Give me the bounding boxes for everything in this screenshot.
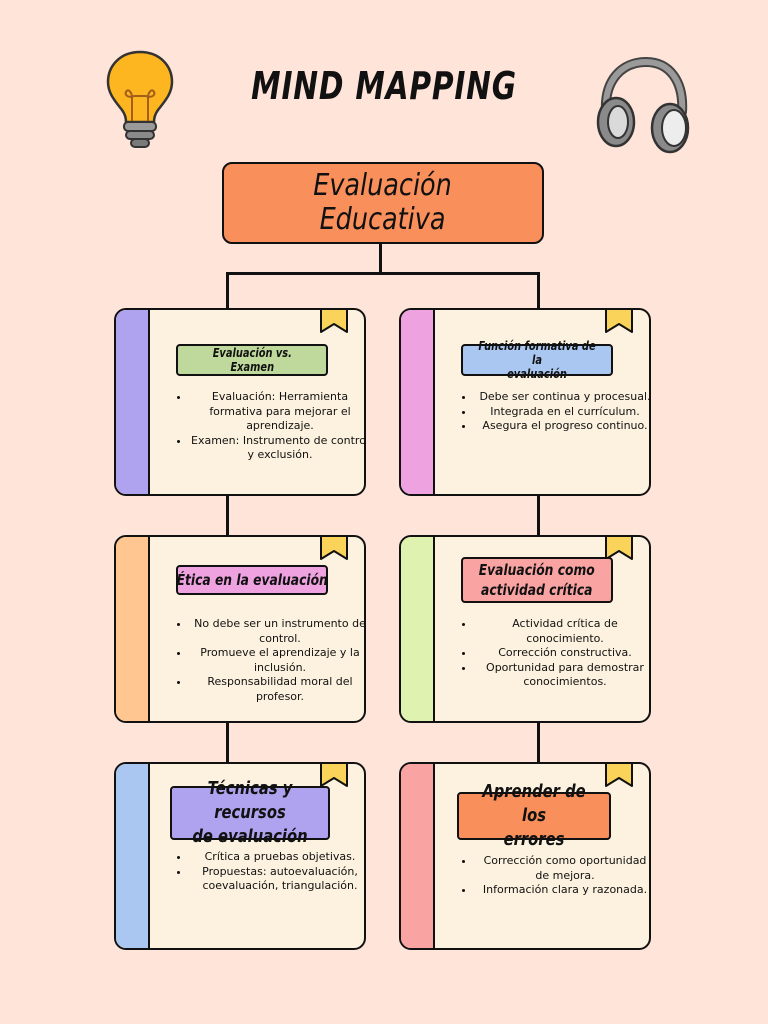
bookmark-icon	[605, 537, 633, 560]
bullet-item: Corrección como oportunidad de mejora.	[475, 854, 649, 883]
root-node: Evaluación Educativa	[222, 162, 544, 244]
bullet-item: Evaluación: Herramienta formativa para m…	[190, 390, 364, 434]
bullet-item: Asegura el progreso continuo.	[475, 419, 649, 434]
card-bullet-list: Actividad crítica de conocimiento. Corre…	[459, 617, 649, 690]
card-title-badge: Técnicas y recursos de evaluación	[170, 778, 330, 847]
card-title: Evaluación como actividad crítica	[478, 561, 596, 599]
bookmark-icon	[605, 310, 633, 333]
card-title: Técnicas y recursos de evaluación	[192, 778, 308, 847]
topic-card-actividad-critica: Evaluación como actividad crítica Activi…	[399, 535, 651, 723]
bookmark-icon	[320, 537, 348, 560]
card-title: Función formativa de la evaluación	[478, 339, 596, 381]
topic-card-funcion-formativa: Función formativa de la evaluación Debe …	[399, 308, 651, 496]
page-title: MIND MAPPING	[251, 64, 517, 108]
card-color-strip	[116, 764, 150, 948]
card-color-strip	[401, 310, 435, 494]
bookmark-icon	[605, 764, 633, 787]
connector-left-top	[226, 272, 229, 310]
topic-card-aprender-errores: Aprender de los errores Corrección como …	[399, 762, 651, 950]
card-title-badge: Aprender de los errores	[457, 781, 611, 850]
card-title: Aprender de los errores	[482, 781, 586, 850]
bullet-item: Crítica a pruebas objetivas.	[190, 850, 364, 865]
card-color-strip	[401, 537, 435, 721]
connector-right-bottom	[537, 722, 540, 764]
topic-card-evaluacion-vs-examen: Evaluación vs. Examen Evaluación: Herram…	[114, 308, 366, 496]
card-color-strip	[116, 310, 150, 494]
card-bullet-list: No debe ser un instrumento de control. P…	[174, 617, 364, 704]
headphones-icon	[594, 56, 690, 154]
bullet-item: Responsabilidad moral del profesor.	[190, 675, 364, 704]
bullet-item: Promueve el aprendizaje y la inclusión.	[190, 646, 364, 675]
root-label: Evaluación Educativa	[313, 168, 453, 237]
card-color-strip	[401, 764, 435, 948]
card-color-strip	[116, 537, 150, 721]
connector-horizontal	[226, 272, 540, 275]
card-title: Ética en la evaluación	[176, 570, 328, 589]
bullet-item: Propuestas: autoevaluación, coevaluación…	[190, 865, 364, 894]
lightbulb-icon	[104, 48, 176, 150]
card-title-badge: Ética en la evaluación	[176, 565, 328, 595]
card-title: Evaluación vs. Examen	[212, 346, 292, 374]
card-bullet-list: Debe ser continua y procesual. Integrada…	[459, 390, 649, 434]
connector-right-top	[537, 272, 540, 310]
card-title-badge: Evaluación como actividad crítica	[461, 557, 613, 603]
connector-root-down	[379, 242, 382, 274]
topic-card-etica: Ética en la evaluación No debe ser un in…	[114, 535, 366, 723]
topic-card-tecnicas: Técnicas y recursos de evaluación Crític…	[114, 762, 366, 950]
bullet-item: Actividad crítica de conocimiento.	[475, 617, 649, 646]
bullet-item: Oportunidad para demostrar conocimientos…	[475, 661, 649, 690]
connector-left-mid	[226, 496, 229, 536]
bullet-item: Integrada en el currículum.	[475, 405, 649, 420]
bullet-item: Examen: Instrumento de control y exclusi…	[190, 434, 364, 463]
card-title-badge: Función formativa de la evaluación	[461, 339, 613, 381]
bullet-item: Debe ser continua y procesual.	[475, 390, 649, 405]
connector-left-bottom	[226, 722, 229, 764]
card-bullet-list: Corrección como oportunidad de mejora. I…	[459, 854, 649, 898]
bullet-item: No debe ser un instrumento de control.	[190, 617, 364, 646]
bullet-item: Corrección constructiva.	[475, 646, 649, 661]
card-title-badge: Evaluación vs. Examen	[176, 344, 328, 376]
bookmark-icon	[320, 310, 348, 333]
card-bullet-list: Crítica a pruebas objetivas. Propuestas:…	[174, 850, 364, 894]
connector-right-mid	[537, 496, 540, 536]
bookmark-icon	[320, 764, 348, 787]
card-bullet-list: Evaluación: Herramienta formativa para m…	[174, 390, 364, 463]
bullet-item: Información clara y razonada.	[475, 883, 649, 898]
